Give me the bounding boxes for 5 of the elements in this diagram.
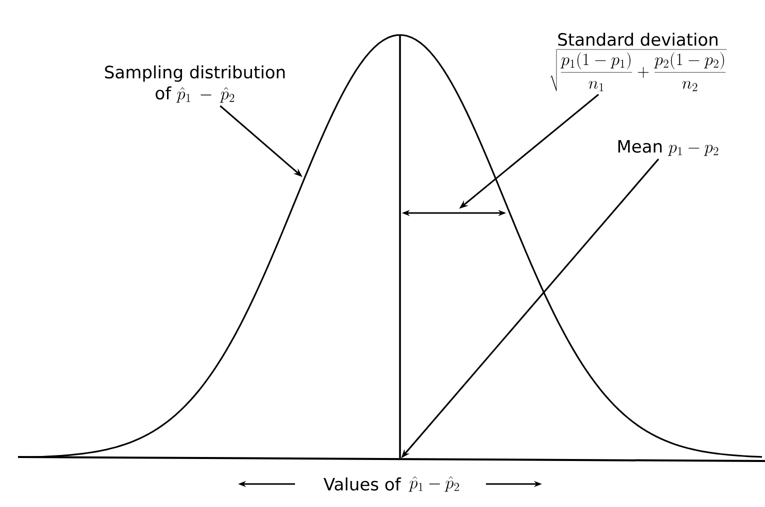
callout-label: Sampling distribution of $\hat{p}_1-\hat{p}_2$: [105, 65, 285, 103]
axis-label: Values of: [324, 477, 402, 491]
callout-label: Mean $p_1-p_2$: [618, 140, 718, 156]
callout-label: Standard deviation $\sqrt{\frac{p_1(1-p_1)}{n_1}+\frac{p_2(1-p_2)}{n_2}}$: [550, 32, 727, 92]
axis-formula: $\hat{p}_1-\hat{p}_2$: [408, 476, 459, 492]
